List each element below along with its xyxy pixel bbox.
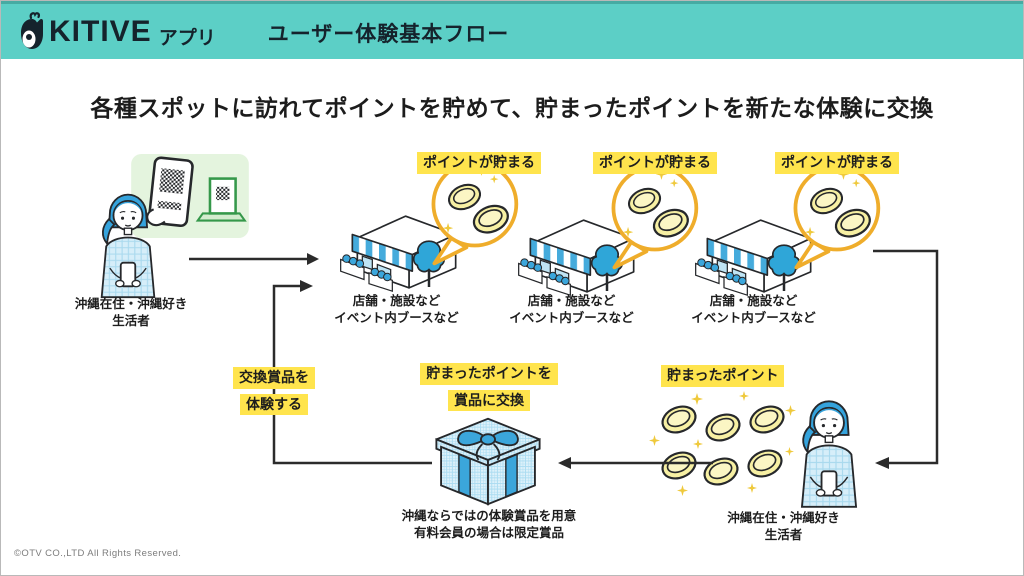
start-user-illustration — [87, 181, 169, 299]
app-logo: KITIVE アプリ — [17, 11, 216, 52]
header-bar: KITIVE アプリ ユーザー体験基本フロー — [1, 1, 1023, 59]
spot-1-caption: 店舗・施設など イベント内ブースなど — [334, 294, 459, 325]
spot-2-badge: ポイントが貯まる — [593, 152, 717, 174]
spot-3-caption: 店舗・施設など イベント内ブースなど — [691, 294, 816, 325]
footer-copyright: ©OTV CO.,LTD All Rights Reserved. — [14, 548, 182, 559]
spot-1-points-bubble-icon — [421, 157, 525, 270]
main-heading: 各種スポットに訪れてポイントを貯めて、貯まったポイントを新たな体験に交換 — [90, 95, 934, 121]
spot-1-badge: ポイントが貯まる — [417, 152, 541, 174]
exchange-badge: 貯まったポイントを 賞品に交換 — [399, 363, 579, 416]
end-user-caption: 沖縄在住・沖縄好き 生活者 — [727, 511, 840, 542]
end-user-illustration — [787, 387, 871, 509]
spot-2-points-bubble-icon — [601, 161, 705, 274]
logo-text: KITIVE — [49, 14, 152, 48]
spot-3-points-bubble-icon — [783, 161, 887, 274]
flow-arrow-points-to-gift — [558, 457, 713, 469]
logo-suffix: アプリ — [158, 27, 216, 49]
owl-logo-icon — [21, 11, 43, 49]
flow-arrow-start-to-spots — [189, 253, 319, 265]
experience-badge: 交換賞品を 体験する — [194, 367, 354, 420]
flow-arrow-spots-to-points — [873, 249, 939, 469]
page-title: ユーザー体験基本フロー — [267, 23, 510, 46]
start-user-caption: 沖縄在住・沖縄好き 生活者 — [74, 297, 188, 328]
gift-box-icon — [427, 413, 549, 507]
spot-3-badge: ポイントが貯まる — [775, 152, 899, 174]
collected-points-badge: 貯まったポイント — [661, 365, 785, 387]
spot-2-caption: 店舗・施設など イベント内ブースなど — [509, 294, 634, 325]
coins-cluster-icon — [649, 391, 796, 496]
gift-caption: 沖縄ならではの体験賞品を用意 有料会員の場合は限定賞品 — [401, 509, 577, 540]
